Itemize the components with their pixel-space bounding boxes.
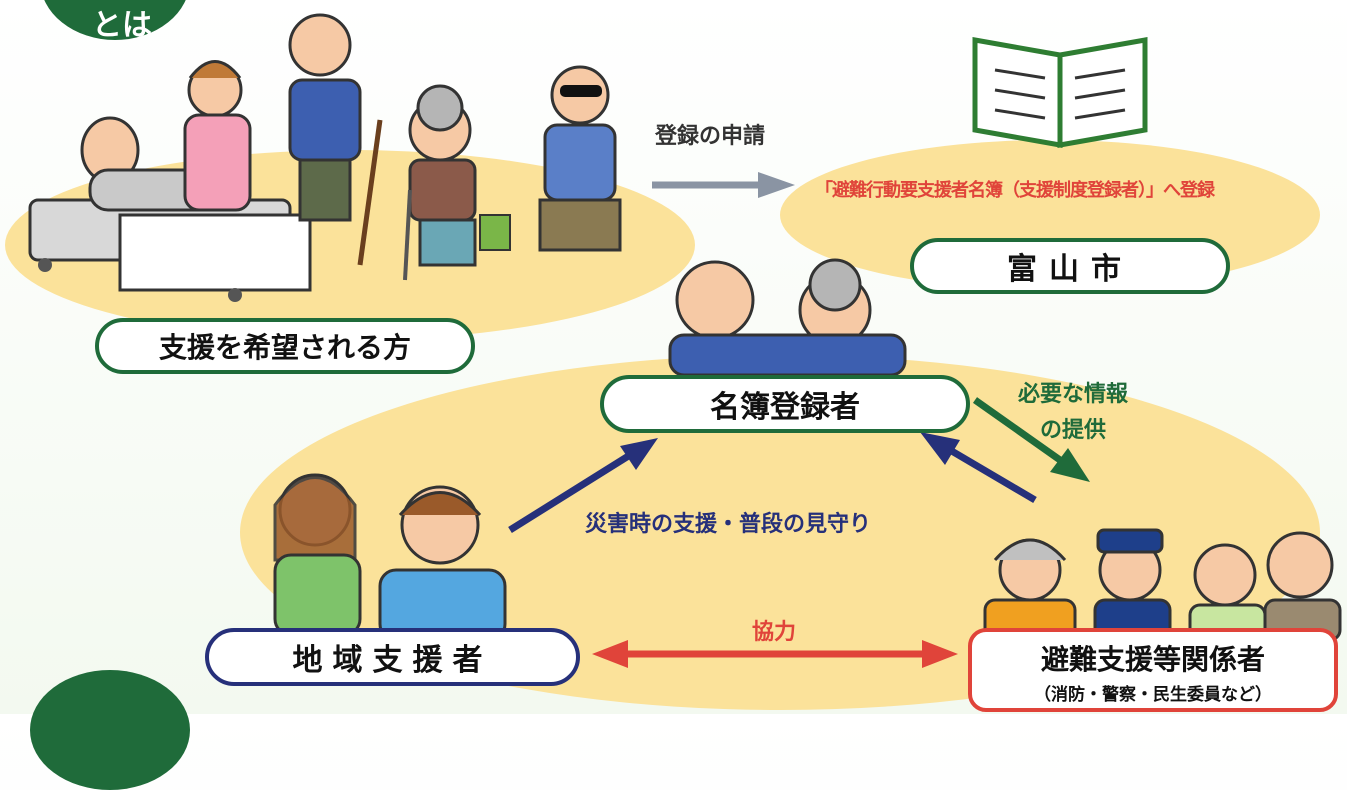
cooperation-arrow bbox=[592, 640, 958, 668]
elderly-woman-figure bbox=[403, 84, 511, 281]
book-figure bbox=[972, 37, 1148, 148]
registrant-couple-figure bbox=[668, 258, 907, 377]
info-arrow bbox=[972, 397, 1090, 482]
blind-man-figure bbox=[538, 65, 622, 252]
related-parties-box: 避難支援等関係者 （消防・警察・民生委員など） bbox=[968, 628, 1338, 712]
register-list-label: 「避難行動要支援者名簿（支援制度登録者）」へ登録 bbox=[815, 180, 1215, 201]
disaster-support-label: 災害時の支援・普段の見守り bbox=[585, 512, 872, 537]
caregiver-figure bbox=[183, 60, 252, 212]
info-provision-label-2: の提供 bbox=[1040, 418, 1107, 443]
elderly-man-figure bbox=[288, 13, 383, 266]
local-supporters-pill: 地域支援者 bbox=[205, 628, 580, 686]
registration-arrow bbox=[652, 172, 795, 198]
city-pill: 富山市 bbox=[910, 238, 1230, 294]
applicants-pill: 支援を希望される方 bbox=[95, 318, 475, 374]
related-parties-title: 避難支援等関係者 bbox=[1040, 643, 1265, 676]
bed-figure bbox=[28, 116, 312, 302]
feedback-arrow bbox=[920, 432, 1037, 504]
title-badge-text: とは bbox=[92, 8, 152, 43]
registrant-pill: 名簿登録者 bbox=[600, 375, 970, 433]
responders-figure bbox=[983, 528, 1342, 642]
cooperation-label: 協力 bbox=[752, 620, 797, 645]
local-supporters-figure bbox=[273, 473, 507, 642]
related-parties-sub: （消防・警察・民生委員など） bbox=[1034, 685, 1272, 705]
support-arrow bbox=[508, 438, 658, 533]
registration-request-label: 登録の申請 bbox=[655, 124, 766, 149]
info-provision-label-1: 必要な情報 bbox=[1018, 382, 1129, 407]
